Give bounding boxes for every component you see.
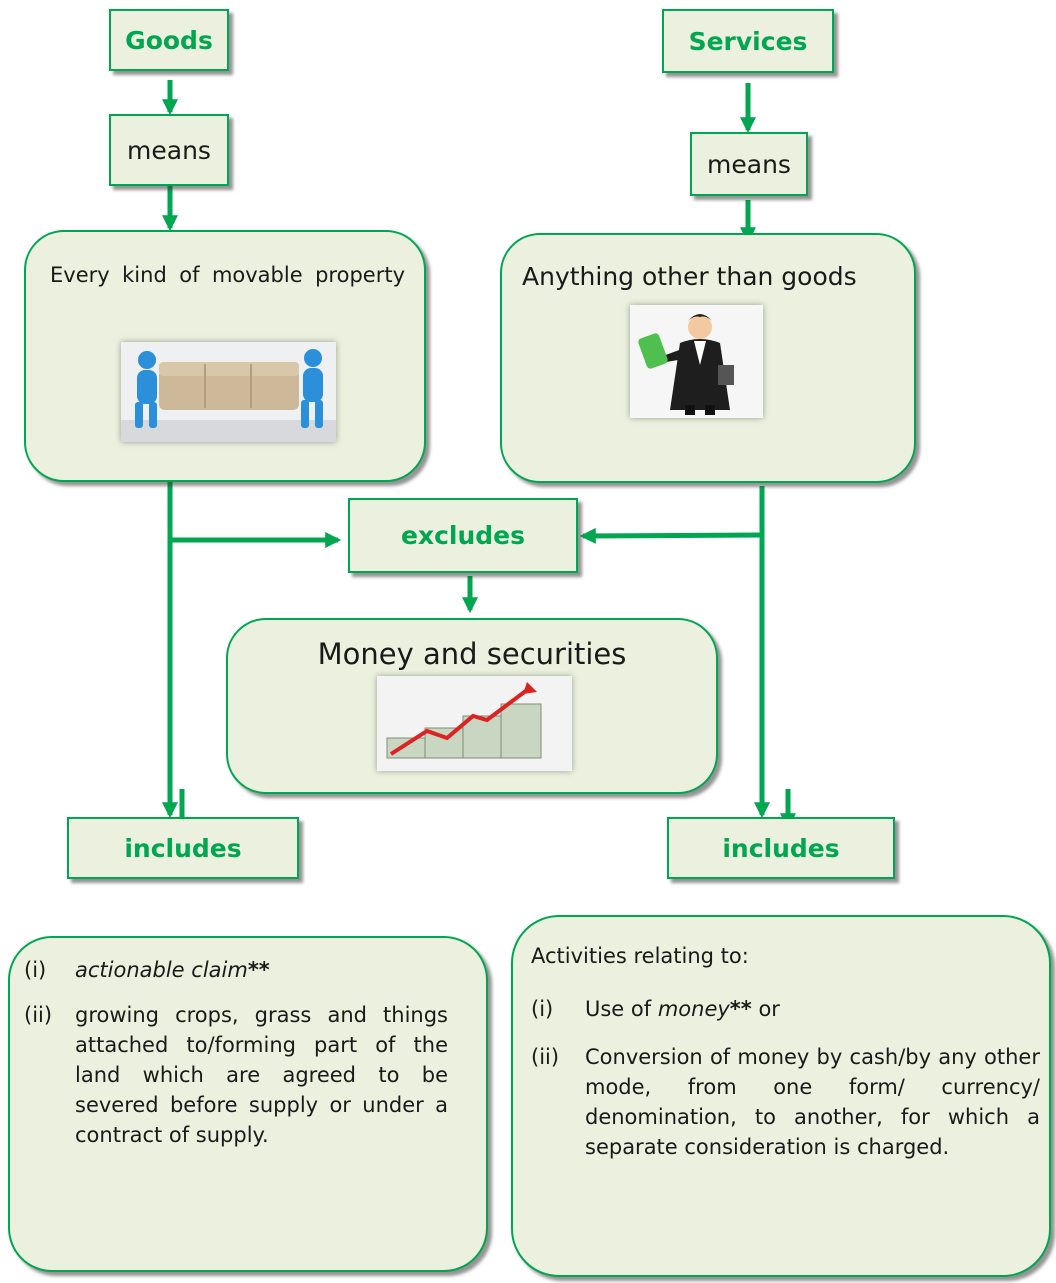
services-means-label: means xyxy=(707,149,791,179)
goods-title-box: Goods xyxy=(109,9,229,71)
services-title: Services xyxy=(688,26,808,56)
goods-definition-box: Every kind of movable property xyxy=(24,230,426,482)
money-securities-label: Money and securities xyxy=(317,637,627,671)
excludes-label: excludes xyxy=(401,521,525,550)
services-image xyxy=(630,305,763,418)
footnote-mark: ** xyxy=(729,997,752,1021)
goods-includes-box: includes xyxy=(67,817,299,879)
goods-title: Goods xyxy=(125,25,213,55)
goods-include-item-2-text: growing crops, grass and things attached… xyxy=(75,1003,448,1147)
services-includes-label: includes xyxy=(722,833,840,863)
services-definition-box: Anything other than goods xyxy=(500,233,916,483)
goods-image xyxy=(121,342,336,442)
goods-includes-list-box: (i) actionable claim** (ii) growing crop… xyxy=(8,936,488,1272)
services-includes-list-box: Activities relating to: (i) Use of money… xyxy=(511,915,1051,1277)
money-term: money xyxy=(657,997,730,1021)
services-include-item-2-text: Conversion of money by cash/by any other… xyxy=(585,1045,1040,1159)
excludes-box: excludes xyxy=(348,498,578,573)
services-means-box: means xyxy=(690,132,808,196)
services-includes-box: includes xyxy=(667,817,895,879)
lawyer-holding-money-icon xyxy=(630,305,763,418)
actionable-claim-term: actionable claim xyxy=(75,958,248,982)
goods-includes-label: includes xyxy=(124,833,242,863)
goods-means-box: means xyxy=(109,114,229,186)
list-number: (ii) xyxy=(531,1045,560,1069)
services-title-box: Services xyxy=(662,9,834,73)
people-carrying-sofa-icon xyxy=(121,342,336,442)
services-includes-intro: Activities relating to: xyxy=(531,944,749,968)
money-securities-image xyxy=(377,676,572,771)
list-number: (ii) xyxy=(24,1003,53,1027)
list-number: (i) xyxy=(531,997,554,1021)
list-number: (i) xyxy=(24,958,47,982)
goods-means-label: means xyxy=(127,135,211,165)
money-securities-box: Money and securities xyxy=(226,618,718,794)
footnote-mark: ** xyxy=(247,958,270,982)
goods-definition-line1: Every kind of movable property xyxy=(50,263,405,287)
services-definition: Anything other than goods xyxy=(522,262,857,291)
rising-money-stacks-icon xyxy=(377,676,572,771)
